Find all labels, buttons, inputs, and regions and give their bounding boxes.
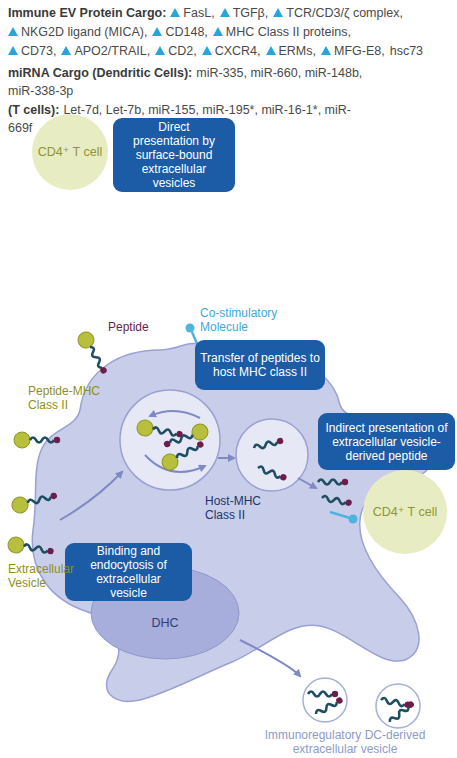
extracellular-vesicle — [14, 432, 60, 448]
host-mhc — [388, 700, 415, 724]
process-box: Direct presentation by surface-bound ext… — [113, 118, 235, 192]
cargo-item: CD148, — [165, 25, 207, 39]
cargo-line: Immune EV Protein Cargo: FasL, TGFβ, TCR/CD… — [8, 4, 457, 23]
molecule-label: Host-MHC Class II — [205, 494, 290, 522]
dc-derived-vesicle — [303, 678, 347, 722]
cargo-item: TCR/CD3/ζ complex, — [286, 6, 403, 20]
costimulatory-molecule — [330, 512, 350, 518]
node-text-group: CD4⁺ T cell — [367, 505, 443, 520]
cargo-item: NKG2D ligand (MICA), — [21, 25, 147, 39]
process-arrow — [298, 478, 316, 488]
cargo-item: MHC Class II proteins, — [226, 25, 351, 39]
cargo-paragraph: Immune EV Protein Cargo: FasL, TGFβ, TCR/CD… — [8, 4, 457, 61]
vesicle-label: Extracellular Vesicle — [8, 562, 88, 590]
extracellular-vesicle — [10, 487, 59, 514]
node-text: CD4⁺ T cell — [35, 145, 105, 160]
bullet-triangle — [8, 46, 18, 55]
node-text-group: DHC — [105, 616, 225, 630]
cargo-item: ERMs, — [279, 44, 317, 58]
extracellular-vesicle — [161, 422, 210, 453]
t-cell-circle: CD4⁺ T cell — [363, 470, 447, 554]
cargo-item: FasL, — [183, 6, 214, 20]
node-text-group: CD4⁺ T cell — [35, 145, 105, 160]
bullet-triangle — [213, 27, 223, 36]
cargo-line: CD73, APO2/TRAIL, CD2, CXCR4, ERMs, MFG-E8, hs… — [8, 42, 457, 61]
cargo-item: MFG-E8, — [334, 44, 385, 58]
process-box: Binding and endocytosis of extracellular… — [65, 543, 192, 601]
molecule-label: Co-stimulatory Molecule — [200, 306, 300, 334]
bullet-triangle — [152, 27, 162, 36]
node-text: Binding and endocytosis of extracellular… — [81, 544, 176, 600]
bullet-triangle — [321, 46, 331, 55]
cargo-heading: (T cells): — [8, 103, 59, 117]
cargo-item: CD2, — [168, 44, 196, 58]
cargo-item: TGFβ, — [233, 6, 269, 20]
costimulatory-head — [349, 515, 358, 524]
node-text: Direct presentation by surface-bound ext… — [124, 120, 224, 190]
cargo-paragraph: miRNA Cargo (Dendritic Cells):miR-335, m… — [8, 64, 378, 100]
extracellular-vesicle — [136, 419, 184, 443]
host-vesicle — [236, 419, 308, 491]
extracellular-vesicle — [75, 329, 112, 377]
host-mhc — [318, 479, 348, 485]
bullet-triangle — [61, 46, 71, 55]
node-text-group: Indirect presentation of extracellular v… — [320, 421, 453, 463]
bullet-triangle — [220, 8, 230, 17]
node-text-group: Transfer of peptides to host MHC class I… — [198, 351, 322, 379]
node-text: Transfer of peptides to host MHC class I… — [198, 351, 322, 379]
endosome — [120, 390, 220, 490]
bullet-triangle — [202, 46, 212, 55]
extracellular-vesicle — [7, 536, 55, 560]
host-mhc — [257, 465, 288, 481]
process-box: Transfer of peptides to host MHC class I… — [195, 340, 325, 390]
molecule-label: Peptide-MHC Class II — [28, 384, 108, 412]
vesicle-label: Immunoregulatory DC-derived extracellula… — [240, 728, 450, 756]
node-text: CD4⁺ T cell — [367, 505, 443, 520]
costimulatory-head — [186, 324, 195, 333]
bullet-triangle — [273, 8, 283, 17]
cargo-item: hsc73 — [390, 44, 423, 58]
secretion-arrow — [240, 640, 300, 676]
bullet-triangle — [170, 8, 180, 17]
peptide-label: Peptide — [108, 320, 168, 334]
cargo-heading: Immune EV Protein Cargo: — [8, 6, 166, 20]
bullet-triangle — [266, 46, 276, 55]
node-text-group: Binding and endocytosis of extracellular… — [81, 544, 176, 600]
host-mhc — [321, 495, 352, 507]
node-text: Indirect presentation of extracellular v… — [320, 421, 453, 463]
bullet-triangle — [155, 46, 165, 55]
process-arrow — [60, 472, 122, 520]
t-cell-circle: CD4⁺ T cell — [32, 114, 108, 190]
bullet-triangle — [8, 27, 18, 36]
node-text: DHC — [105, 616, 225, 630]
dc-derived-vesicle — [376, 684, 420, 728]
host-mhc — [314, 696, 343, 717]
cargo-item: APO2/TRAIL, — [74, 44, 150, 58]
cargo-item: CXCR4, — [215, 44, 261, 58]
process-arrow — [218, 457, 234, 459]
cargo-item: CD73, — [21, 44, 56, 58]
process-arrow — [150, 411, 200, 418]
cargo-heading: miRNA Cargo (Dendritic Cells): — [8, 66, 192, 80]
host-mhc — [380, 697, 411, 709]
process-box: Indirect presentation of extracellular v… — [318, 413, 455, 470]
host-mhc — [308, 691, 338, 697]
cargo-line: NKG2D ligand (MICA), CD148, MHC Class II p… — [8, 23, 457, 42]
host-mhc — [253, 437, 284, 451]
node-text-group: Direct presentation by surface-bound ext… — [124, 120, 224, 190]
nucleus-outline — [91, 567, 239, 659]
